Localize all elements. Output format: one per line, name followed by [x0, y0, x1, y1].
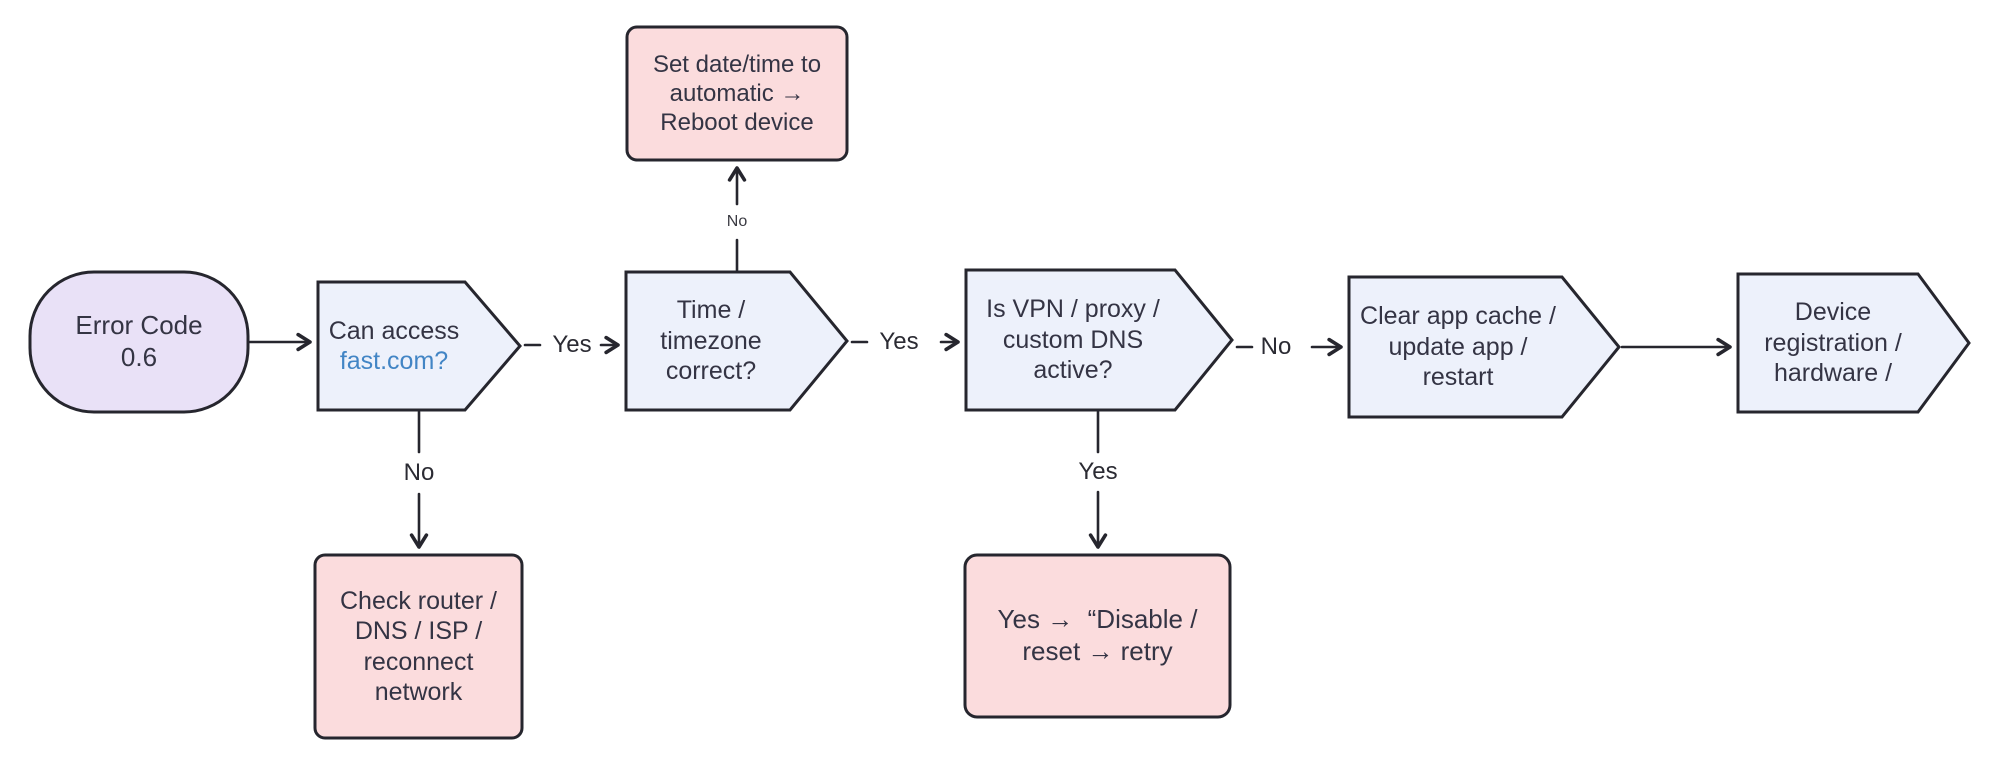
vpn-active-node-shape: [964, 268, 1234, 412]
set-datetime-node-shape: [625, 25, 849, 162]
time-correct-node-shape: [624, 270, 849, 412]
check-router-node-shape: [313, 553, 524, 740]
start-node-shape: [28, 270, 250, 414]
device-registration-node-shape: [1736, 272, 1971, 414]
can-access-node-shape: [316, 280, 522, 412]
disable-reset-node-shape: [963, 553, 1232, 719]
clear-cache-node-shape: [1347, 275, 1621, 419]
